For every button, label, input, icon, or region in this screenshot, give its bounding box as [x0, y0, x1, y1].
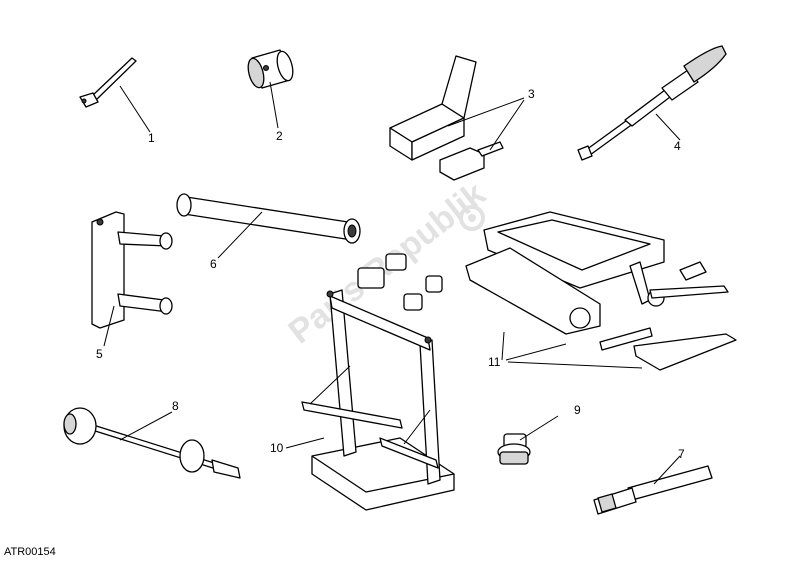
- callout-4: 4: [674, 139, 681, 153]
- part-1-rod-tool: [79, 57, 137, 108]
- callout-8: 8: [172, 399, 179, 413]
- part-11-lift-jack: [465, 211, 737, 371]
- callout-5: 5: [96, 347, 103, 361]
- watermark-gear-icon: [459, 205, 485, 231]
- part-4-handle-tool: [577, 45, 727, 161]
- callout-10: 10: [270, 441, 284, 455]
- callout-9: 9: [574, 403, 581, 417]
- bushings: [357, 253, 443, 311]
- callout-numbers: 1 2 3 4 5 6 7 8 9 10 11: [96, 87, 685, 461]
- part-9-plug: [497, 433, 531, 465]
- part-2-sleeve: [247, 49, 294, 89]
- callout-1: 1: [148, 131, 155, 145]
- drawing-code: ATR00154: [4, 546, 56, 558]
- callout-3: 3: [528, 87, 535, 101]
- callout-7: 7: [678, 447, 685, 461]
- part-10-balancing-stand: [301, 289, 455, 511]
- part-8-puller-shaft: [63, 407, 241, 479]
- leader-lines: [103, 81, 681, 485]
- part-7-threaded-pin: [593, 465, 713, 515]
- callout-6: 6: [210, 257, 217, 271]
- part-5-fork-stand: [91, 211, 173, 329]
- callout-11: 11: [488, 355, 501, 369]
- callout-2: 2: [276, 129, 283, 143]
- part-3-tool-box: [389, 55, 504, 181]
- part-6-tube: [176, 193, 361, 244]
